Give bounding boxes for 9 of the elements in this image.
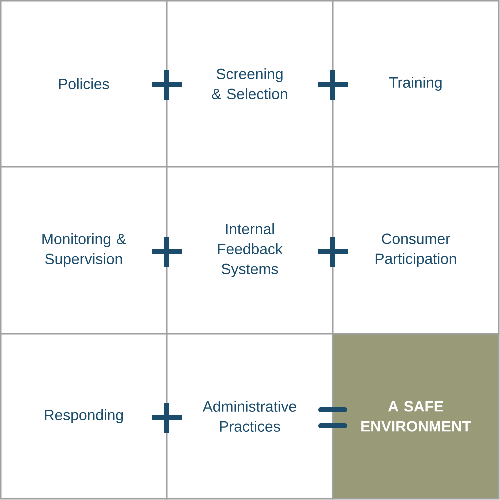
highlight-box: A SAFE ENVIRONMENT <box>332 333 500 500</box>
grid-cell: Administrative Practices <box>166 333 334 500</box>
grid-cell: Training <box>332 0 500 168</box>
grid-cell: Internal Feedback Systems <box>166 166 334 335</box>
grid-cell: Consumer Participation <box>332 166 500 335</box>
grid-cell: Responding <box>0 333 168 500</box>
grid-cell: Screening & Selection <box>166 0 334 168</box>
grid-cell: Monitoring & Supervision <box>0 166 168 335</box>
grid-cell: Policies <box>0 0 168 168</box>
